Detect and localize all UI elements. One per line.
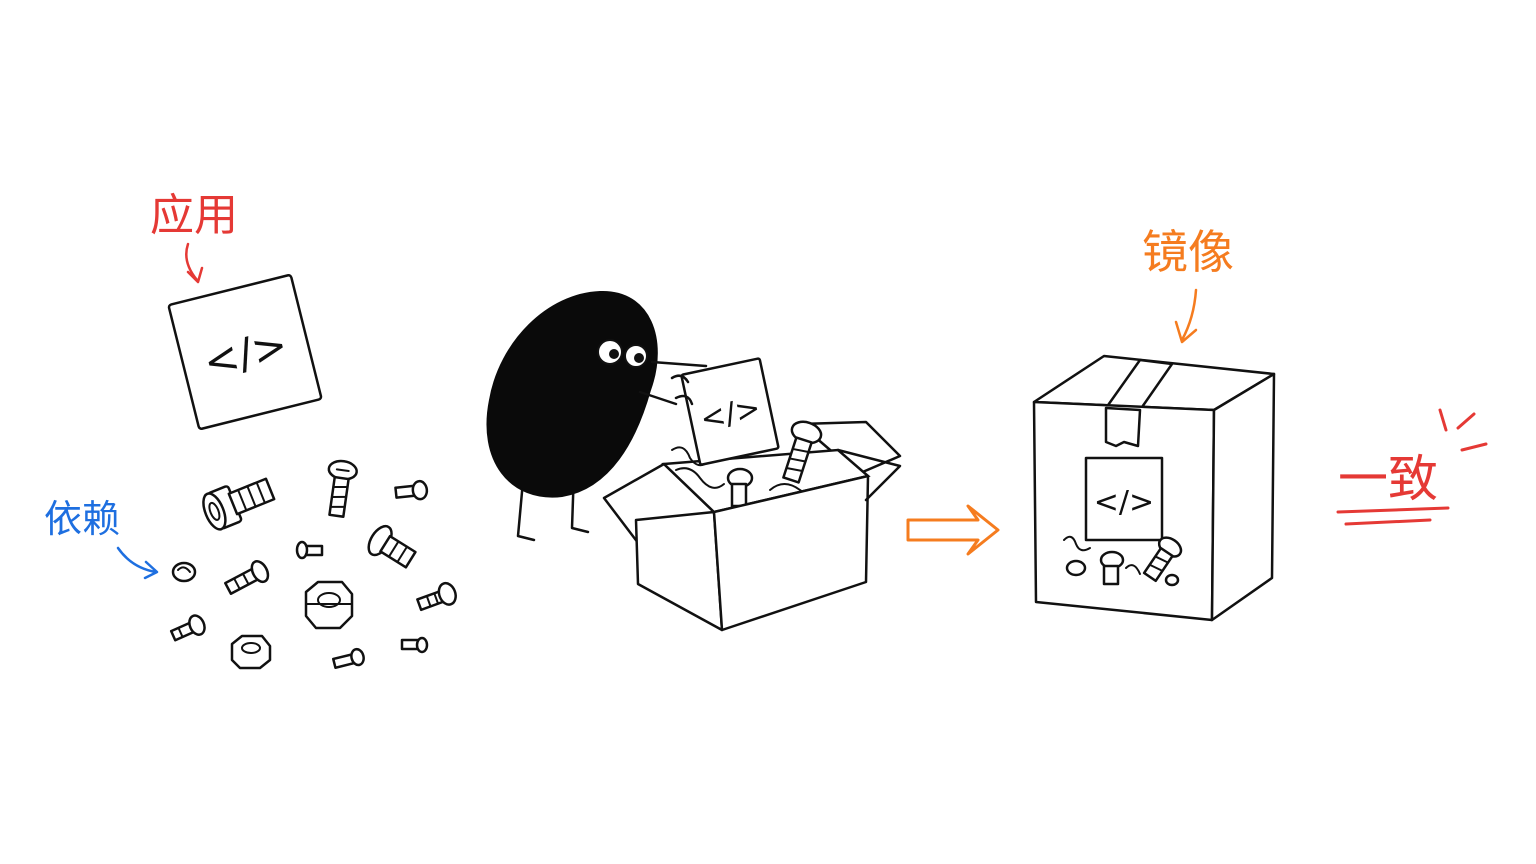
open-box: </>	[602, 357, 902, 632]
screw-icon	[224, 560, 270, 595]
sealed-image-box: </>	[1032, 354, 1276, 622]
bolt-icon	[202, 477, 276, 531]
hex-nut-icon	[304, 580, 354, 630]
screw-icon	[332, 647, 365, 670]
dependencies-label: 依赖	[44, 497, 120, 541]
image-label: 镜像	[1142, 225, 1234, 279]
app-label: 应用	[150, 190, 238, 241]
code-symbol-icon: </>	[1094, 485, 1154, 520]
screw-icon	[327, 459, 358, 518]
held-code-card: </>	[680, 357, 780, 466]
dependencies-pointer-arrow-icon	[116, 546, 159, 580]
bolt-icon	[367, 524, 417, 569]
hex-nut-icon	[230, 634, 272, 670]
consistent-badge: 一致	[1336, 408, 1488, 526]
screw-icon	[169, 614, 206, 642]
screw-icon	[416, 581, 457, 612]
packed-dependency-parts	[1063, 535, 1183, 587]
screw-icon	[400, 636, 429, 654]
process-arrow-icon	[906, 504, 1000, 556]
screw-icon	[295, 540, 324, 560]
image-pointer-arrow-icon	[1174, 288, 1198, 344]
scattered-dependency-parts	[169, 459, 457, 670]
underline-stroke-icon	[1336, 506, 1450, 526]
emphasis-burst-icon	[1438, 408, 1488, 452]
consistent-label: 一致	[1338, 450, 1438, 508]
packing-character	[486, 290, 708, 542]
app-code-card: </>	[167, 274, 323, 430]
screw-icon	[394, 479, 429, 501]
app-pointer-arrow-icon	[185, 242, 204, 284]
box-contents-parts	[671, 420, 829, 508]
image-window	[1084, 456, 1164, 542]
washer-icon	[171, 561, 197, 583]
